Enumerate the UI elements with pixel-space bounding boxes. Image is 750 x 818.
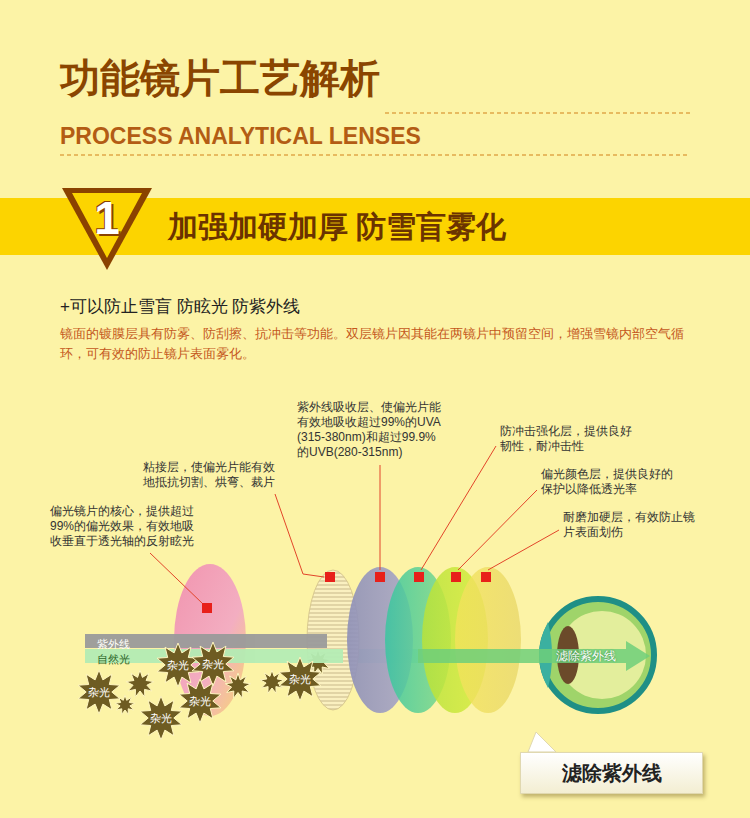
- page-title: 功能镜片工艺解析: [60, 54, 380, 102]
- result-box: 滤除紫外线: [520, 752, 703, 794]
- node-text: 自然光: [97, 653, 130, 665]
- callout-text: 防冲击强化层，提供良好 韧性，耐冲击性: [500, 424, 650, 454]
- node-text: 杂光: [202, 658, 224, 670]
- callout-tail: [528, 732, 556, 752]
- dashed-rule: [385, 112, 690, 114]
- callout-text: 偏光颜色层，提供良好的 保护以降低透光率: [541, 467, 691, 497]
- node-text: 加强加硬加厚 防雪盲雾化: [168, 198, 506, 255]
- hard-coat-lens: [455, 567, 521, 713]
- callout-text: 粘接层，使偏光片能有效 地抵抗切割、烘弯、裁片: [143, 460, 303, 490]
- node-text: 杂光: [289, 673, 311, 685]
- section-number: 1: [62, 188, 152, 270]
- marker-dots: [202, 572, 491, 613]
- uv-bar: 紫外线: [85, 634, 327, 648]
- leader-line: [488, 530, 559, 570]
- section-band: 加强加硬加厚 防雪盲雾化1: [0, 198, 750, 255]
- subtitle: PROCESS ANALYTICAL LENSES: [60, 122, 421, 150]
- glare-star: 杂光: [178, 679, 222, 723]
- glare-star: 杂光: [77, 670, 121, 714]
- leader-line: [421, 446, 496, 570]
- dashed-rule: [60, 154, 690, 156]
- leader-line: [380, 465, 381, 570]
- glare-star: [126, 670, 154, 697]
- leader-line: [458, 490, 537, 570]
- callout-text: 偏光镜片的核心，提供超过 99%的偏光效果，有效地吸 收垂直于透光轴的反射眩光: [50, 504, 215, 549]
- glare-star: 杂光: [139, 696, 183, 740]
- node-text: 滤除紫外线: [556, 649, 616, 663]
- filtered-arrow: 滤除紫外线: [418, 645, 650, 667]
- node-text: 杂光: [167, 659, 189, 671]
- node-text: 滤除紫外线: [562, 761, 662, 785]
- feature-line: +可以防止雪盲 防眩光 防紫外线: [60, 296, 300, 318]
- description: 镜面的镀膜层具有防雾、防刮擦、抗冲击等功能。双层镜片因其能在两镜片中预留空间，增…: [60, 324, 710, 364]
- leader-line: [150, 553, 203, 604]
- glare-star: [225, 673, 251, 698]
- node-text: 杂光: [150, 712, 172, 724]
- callout-text: 耐磨加硬层，有效防止镜 片表面划伤: [563, 510, 713, 540]
- callout-text: 紫外线吸收层、使偏光片能 有效地吸收超过99%的UVA (315-380nm)和…: [297, 400, 462, 460]
- node-text: 1: [94, 188, 120, 248]
- glare-star: 杂光: [191, 642, 235, 686]
- leader-line: [275, 494, 324, 577]
- node-text: 杂光: [88, 686, 110, 698]
- glare-star: 杂光: [156, 643, 200, 687]
- node-text: 杂光: [189, 695, 211, 707]
- glare-star: 杂光: [278, 657, 322, 701]
